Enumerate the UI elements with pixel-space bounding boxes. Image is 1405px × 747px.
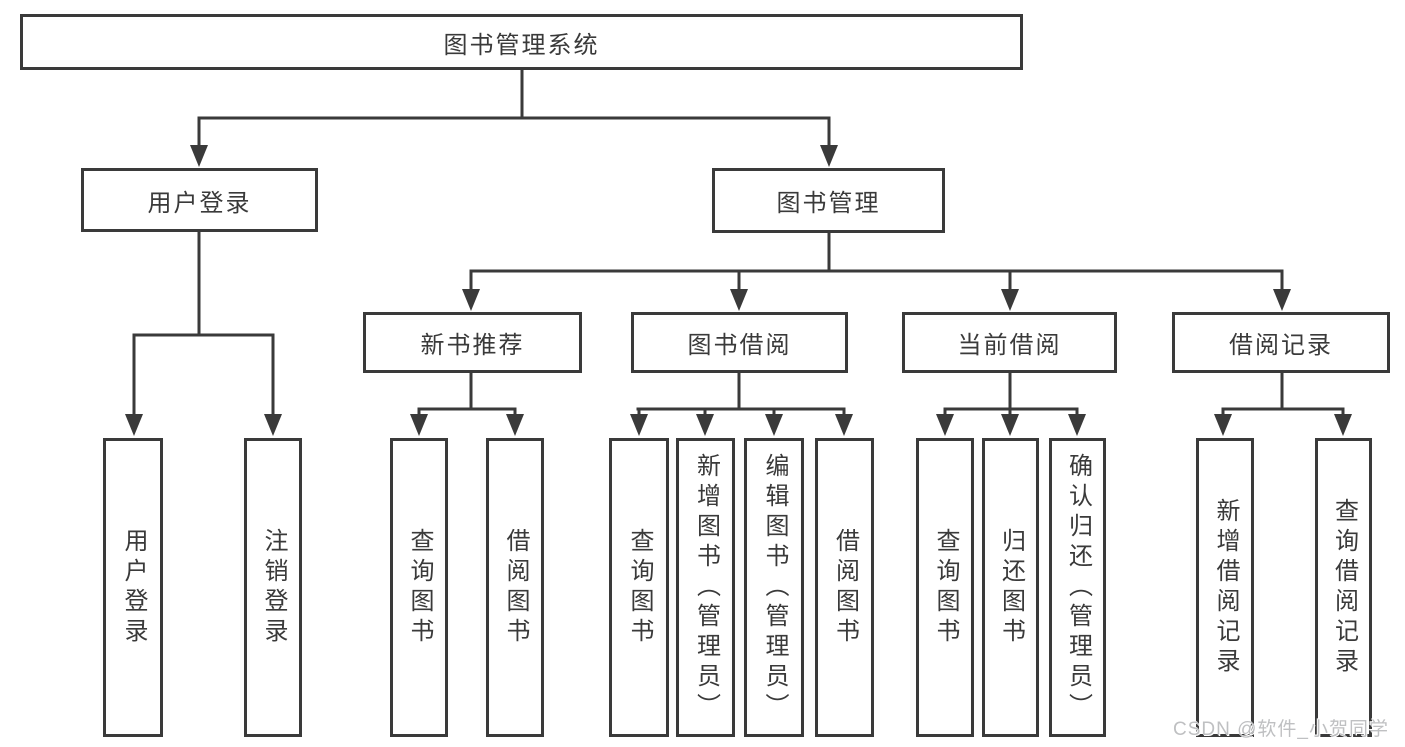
node-label: 新增借阅记录: [1212, 497, 1239, 678]
node-query-books-current: 查询图书: [916, 438, 974, 737]
node-query-books-borrow: 查询图书: [609, 438, 669, 737]
csdn-watermark: CSDN @软件_小贺同学: [1173, 719, 1389, 740]
node-label: 图书管理系统: [443, 31, 600, 59]
node-book-borrow: 图书借阅: [631, 312, 848, 373]
node-query-books-recommend: 查询图书: [390, 438, 448, 737]
node-label: 用户登录: [120, 527, 147, 648]
node-label: 查询图书: [406, 527, 433, 648]
node-logout: 注销登录: [244, 438, 302, 737]
node-borrow-books-recommend: 借阅图书: [486, 438, 544, 737]
arrowheads: [125, 145, 1352, 436]
node-label: 查询图书: [626, 527, 653, 648]
node-add-book-admin: 新增图书（管理员）: [676, 438, 735, 737]
node-label: 图书借阅: [687, 332, 792, 359]
node-borrow-books-leaf: 借阅图书: [815, 438, 874, 737]
node-user-login: 用户登录: [81, 168, 318, 232]
node-label: 图书管理: [776, 190, 881, 217]
node-new-book-recommend: 新书推荐: [363, 312, 582, 373]
node-label: 借阅图书: [502, 527, 529, 648]
node-edit-book-admin: 编辑图书（管理员）: [744, 438, 804, 737]
node-borrow-records: 借阅记录: [1172, 312, 1390, 373]
node-label: 借阅图书: [831, 527, 859, 648]
node-book-management: 图书管理: [712, 168, 945, 233]
node-label: 归还图书: [997, 527, 1025, 648]
node-query-borrow-record: 查询借阅记录: [1315, 438, 1372, 737]
node-label: 注销登录: [260, 527, 287, 648]
node-current-borrow: 当前借阅: [902, 312, 1117, 373]
node-label: 确认归还（管理员）: [1064, 452, 1092, 723]
node-confirm-return-admin: 确认归还（管理员）: [1049, 438, 1106, 737]
node-label: 新书推荐: [420, 332, 525, 359]
node-library-system-root: 图书管理系统: [20, 14, 1023, 70]
node-label: 查询图书: [932, 527, 959, 648]
node-label: 编辑图书（管理员）: [761, 452, 788, 723]
node-user-login-leaf: 用户登录: [103, 438, 163, 737]
node-return-book: 归还图书: [982, 438, 1039, 737]
node-label: 查询借阅记录: [1330, 497, 1358, 678]
node-add-borrow-record: 新增借阅记录: [1196, 438, 1254, 737]
node-label: 借阅记录: [1229, 332, 1333, 359]
node-label: 当前借阅: [957, 332, 1062, 359]
node-label: 新增图书（管理员）: [692, 452, 720, 723]
node-label: 用户登录: [147, 189, 252, 217]
